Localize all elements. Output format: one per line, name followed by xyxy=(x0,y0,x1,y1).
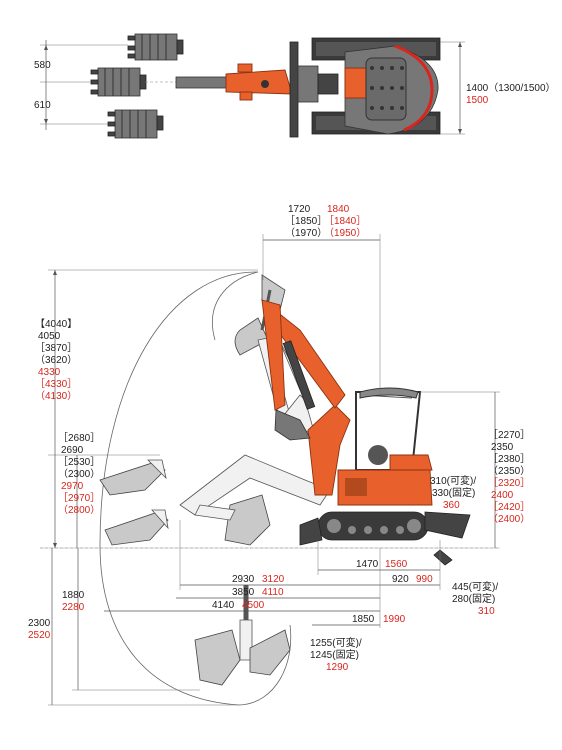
top-width-label: 1400（1300/1500） xyxy=(466,82,556,94)
reach-envelope-arc xyxy=(99,271,259,706)
top-view: 580 610 xyxy=(34,33,556,139)
tail-lift: 310(可変)/ 330(固定) 360 xyxy=(430,474,476,511)
excavator-main xyxy=(261,298,471,566)
top-dim-1-red: 1840 xyxy=(327,204,350,215)
reach-3-red: 4500 xyxy=(242,600,265,611)
left-height-2: ［2680］ 2690 ［2530］ （2300） 2970 ［2970］ （2… xyxy=(58,432,100,516)
svg-text:2400: 2400 xyxy=(491,490,514,501)
svg-text:2970: 2970 xyxy=(61,481,84,492)
depth-1-black: 1880 xyxy=(62,590,85,601)
depth-1-red: 2280 xyxy=(62,602,85,613)
ghost-bucket-left-lower xyxy=(104,509,169,546)
svg-text:［2420］: ［2420］ xyxy=(488,501,530,513)
svg-text:［2270］: ［2270］ xyxy=(488,429,530,441)
svg-text:［2680］: ［2680］ xyxy=(58,432,100,444)
svg-text:1290: 1290 xyxy=(326,662,349,673)
svg-text:310(可変)/: 310(可変)/ xyxy=(430,474,476,487)
svg-text:（2400）: （2400） xyxy=(488,513,530,525)
reach-2-red: 4110 xyxy=(262,587,284,598)
swing-dist-black: 1850 xyxy=(352,614,375,625)
spacing-610-label: 610 xyxy=(34,100,51,111)
blade-dist-black: 920 xyxy=(392,574,409,585)
track-len-red: 1560 xyxy=(385,559,408,570)
top-bucket-ghost-upper xyxy=(127,33,184,61)
svg-text:［2970］: ［2970］ xyxy=(58,492,100,504)
svg-text:360: 360 xyxy=(443,500,460,511)
svg-text:4330: 4330 xyxy=(38,367,61,378)
ghost-bucket-deep xyxy=(194,585,291,686)
svg-text:［2530］: ［2530］ xyxy=(58,456,100,468)
svg-text:（2300）: （2300） xyxy=(58,468,100,480)
reach-2-black: 3850 xyxy=(232,587,255,598)
svg-text:330(固定): 330(固定) xyxy=(432,486,475,499)
reach-1-black: 2930 xyxy=(232,574,255,585)
spacing-580-label: 580 xyxy=(34,60,51,71)
top-bucket-ghost-lower xyxy=(107,109,164,139)
right-height: ［2270］ 2350 ［2380］ （2350） ［2320］ 2400 ［2… xyxy=(488,429,530,525)
blade-dist-red: 990 xyxy=(416,574,433,585)
top-dim-2-black: ［1850］ xyxy=(285,215,327,227)
svg-text:2690: 2690 xyxy=(61,445,84,456)
svg-text:4050: 4050 xyxy=(38,331,61,342)
top-bucket-ghost-middle xyxy=(90,67,147,97)
left-height-1: 【4040】 4050 ［3870］ （3620） 4330 ［4330］ （4… xyxy=(35,318,77,402)
top-dim-3-red: （1950） xyxy=(324,227,366,239)
svg-text:2350: 2350 xyxy=(491,442,514,453)
top-dim-2-red: ［1840］ xyxy=(324,215,366,227)
side-view: 1720 1840 ［1850］ ［1840］ （1970） （1950） 【4… xyxy=(28,204,530,706)
svg-text:280(固定): 280(固定) xyxy=(452,592,495,605)
top-width-red-label: 1500 xyxy=(466,95,489,106)
offset-a: 1255(可変)/ 1245(固定) 1290 xyxy=(310,636,362,673)
svg-text:（3620）: （3620） xyxy=(35,354,77,366)
depth-2-black: 2300 xyxy=(28,618,51,629)
svg-text:［2320］: ［2320］ xyxy=(488,477,530,489)
svg-text:1255(可変)/: 1255(可変)/ xyxy=(310,636,362,649)
ghost-bucket-left-upper xyxy=(99,459,167,496)
svg-text:310: 310 xyxy=(478,606,495,617)
svg-text:【4040】: 【4040】 xyxy=(35,318,77,330)
svg-text:445(可変)/: 445(可変)/ xyxy=(452,580,498,593)
top-blade xyxy=(289,41,339,138)
svg-text:（4130）: （4130） xyxy=(35,390,77,402)
ghost-boom-middle xyxy=(179,454,331,546)
top-arm xyxy=(175,63,293,101)
top-turret xyxy=(344,44,439,135)
track-len-black: 1470 xyxy=(356,559,379,570)
swing-dist-red: 1990 xyxy=(383,614,406,625)
svg-text:［4330］: ［4330］ xyxy=(35,378,77,390)
svg-text:［3870］: ［3870］ xyxy=(35,342,77,354)
top-dim-3-black: （1970） xyxy=(285,227,327,239)
reach-3-black: 4140 xyxy=(212,600,235,611)
top-dim-1-black: 1720 xyxy=(288,204,311,215)
svg-text:（2800）: （2800） xyxy=(58,504,100,516)
blade-depth: 445(可変)/ 280(固定) 310 xyxy=(452,580,498,617)
depth-2-red: 2520 xyxy=(28,630,51,641)
reach-1-red: 3120 xyxy=(262,574,285,585)
svg-text:1245(固定): 1245(固定) xyxy=(310,648,359,661)
svg-text:［2380］: ［2380］ xyxy=(488,453,530,465)
svg-text:（2350）: （2350） xyxy=(488,465,530,477)
